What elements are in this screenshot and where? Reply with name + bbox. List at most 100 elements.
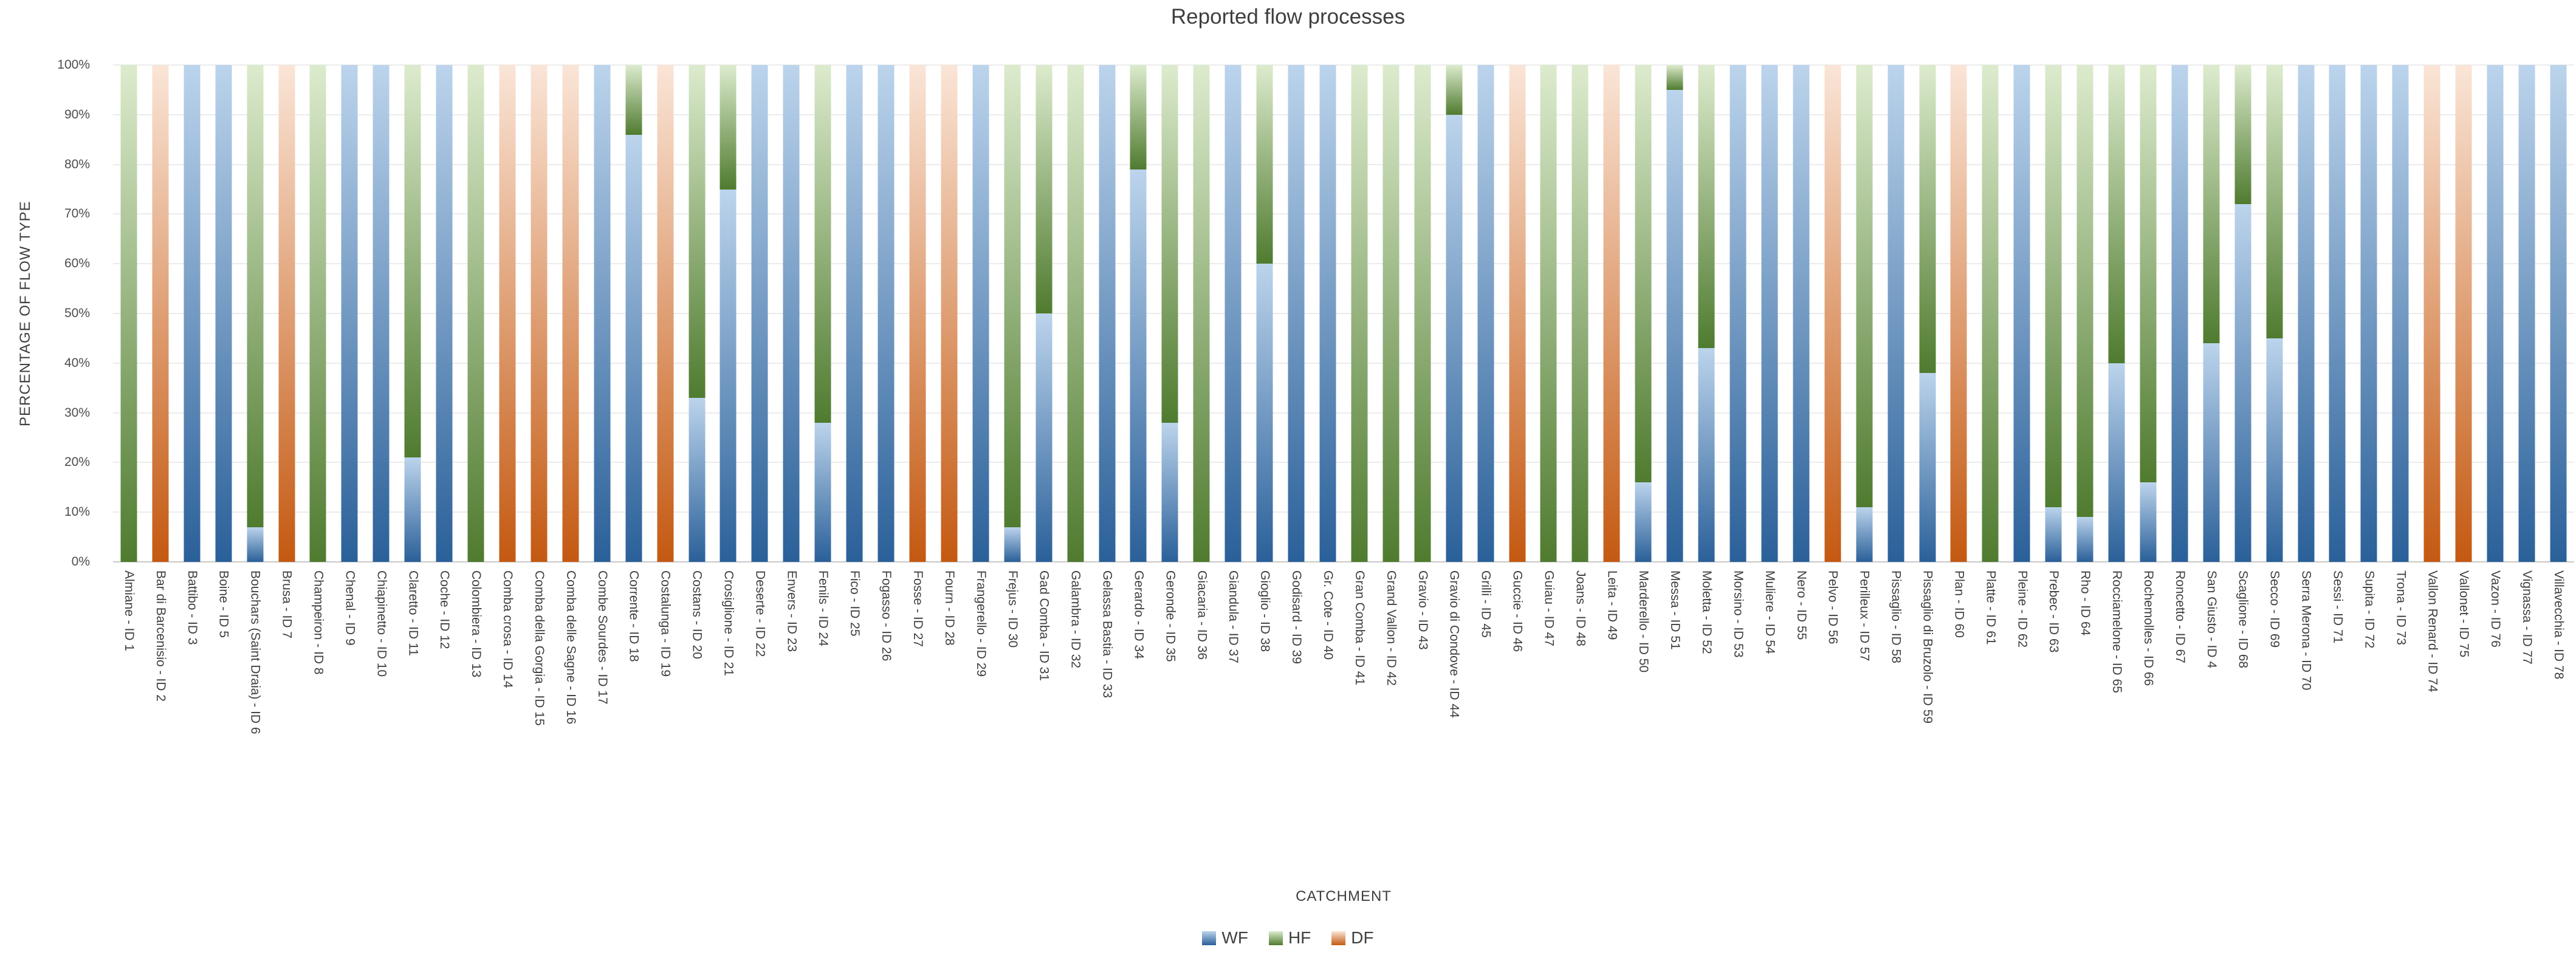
stacked-bar (1824, 65, 1841, 562)
stacked-bar (1036, 65, 1053, 562)
legend-swatch-hf-icon (1268, 931, 1283, 945)
y-tick-label: 80% (64, 157, 90, 171)
stacked-bar (152, 65, 169, 562)
bar-segment-wf (2234, 204, 2251, 562)
bar-segment-wf (846, 65, 863, 562)
bar-column: Comba della Gorgia - ID 15 (523, 65, 555, 726)
bar-column: Frejus - ID 30 (997, 65, 1028, 648)
bar-column: Pissaglio - ID 58 (1880, 65, 1912, 663)
bar-column: Giacaria - ID 36 (1186, 65, 1217, 660)
y-tick-label: 60% (64, 256, 90, 271)
bar-column: Scaglione - ID 68 (2227, 65, 2259, 668)
bar-column: Serra Merona - ID 70 (2290, 65, 2322, 690)
legend-swatch-df-icon (1331, 931, 1346, 945)
x-category-label: Comba crosa - ID 14 (501, 570, 515, 688)
x-category-label: Gad Comba - ID 31 (1037, 570, 1051, 682)
bar-segment-wf (184, 65, 201, 562)
stacked-bar (1477, 65, 1494, 562)
bar-segment-hf (1982, 65, 1999, 562)
x-category-label: Trona - ID 73 (2394, 570, 2408, 645)
bar-segment-wf (783, 65, 800, 562)
bar-segment-hf (689, 65, 706, 398)
bar-column: Colombiera - ID 13 (460, 65, 492, 677)
bar-segment-hf (2266, 65, 2283, 338)
bar-segment-wf (1793, 65, 1810, 562)
bar-segment-df (2423, 65, 2440, 562)
stacked-bar (2487, 65, 2504, 562)
stacked-bar (1540, 65, 1557, 562)
y-tick-label: 70% (64, 207, 90, 221)
bar-segment-df (1509, 65, 1526, 562)
bar-column: Claretto - ID 11 (397, 65, 428, 656)
bar-column: Fico - ID 25 (839, 65, 870, 637)
bar-column: Rho - ID 64 (2069, 65, 2101, 635)
stacked-bar (467, 65, 484, 562)
bar-segment-wf (594, 65, 611, 562)
bar-column: Vazon - ID 76 (2479, 65, 2511, 648)
bar-column: Joans - ID 48 (1564, 65, 1596, 646)
bar-segment-wf (1288, 65, 1305, 562)
bar-column: Rocciamelone - ID 65 (2101, 65, 2132, 693)
stacked-bar (2455, 65, 2472, 562)
legend-label: DF (1351, 928, 1374, 947)
x-category-label: Claretto - ID 11 (406, 570, 421, 656)
bar-segment-hf (2076, 65, 2093, 518)
stacked-bar (657, 65, 674, 562)
bar-segment-wf (814, 422, 831, 562)
legend-label: WF (1221, 928, 1248, 947)
stacked-bar (1761, 65, 1778, 562)
bar-column: Moletta - ID 52 (1691, 65, 1722, 654)
bar-column: Sessi - ID 71 (2322, 65, 2354, 643)
bar-column: Prebec - ID 63 (2038, 65, 2069, 652)
bar-segment-wf (436, 65, 453, 562)
stacked-bar (2392, 65, 2409, 562)
legend-label: HF (1288, 928, 1311, 947)
x-category-label: Fogasso - ID 26 (879, 570, 894, 662)
stacked-bar (2234, 65, 2251, 562)
bar-segment-wf (972, 65, 989, 562)
bar-column: Rochemolles - ID 66 (2132, 65, 2164, 686)
bar-column: Gr. Cote - ID 40 (1312, 65, 1344, 660)
bar-column: Battibo - ID 3 (176, 65, 208, 645)
stacked-bar (2045, 65, 2062, 562)
stacked-bar (1793, 65, 1810, 562)
bar-segment-wf (1256, 264, 1273, 562)
x-category-label: Marderello - ID 50 (1637, 570, 1651, 673)
x-category-label: Vazon - ID 76 (2488, 570, 2503, 648)
bar-segment-wf (2518, 65, 2535, 562)
bar-segment-hf (2203, 65, 2220, 344)
x-category-label: Messa - ID 51 (1668, 570, 1683, 650)
legend: WF HF DF (0, 928, 2576, 948)
bar-column: Chenal - ID 9 (334, 65, 365, 646)
stacked-bar (2360, 65, 2377, 562)
gridline-80 (113, 163, 2574, 165)
bar-column: Vignassa - ID 77 (2511, 65, 2543, 665)
stacked-bar (1698, 65, 1715, 562)
stacked-bar (751, 65, 768, 562)
bar-segment-hf (2045, 65, 2062, 508)
bar-segment-hf (1571, 65, 1589, 562)
bar-segment-df (941, 65, 958, 562)
bar-segment-wf (1666, 89, 1683, 562)
chart-title: Reported flow processes (1170, 5, 1406, 29)
gridline-30 (113, 412, 2574, 414)
bar-column: Guiau - ID 47 (1533, 65, 1564, 646)
bar-segment-wf (1004, 527, 1021, 562)
stacked-bar (215, 65, 232, 562)
bar-segment-hf (1414, 65, 1431, 562)
bar-segment-hf (1130, 65, 1147, 169)
stacked-bar (2423, 65, 2440, 562)
x-category-label: Fico - ID 25 (848, 570, 862, 637)
bar-segment-wf (1161, 422, 1178, 562)
bar-segment-wf (404, 457, 421, 562)
bar-segment-wf (341, 65, 358, 562)
bar-column: Fosse - ID 27 (902, 65, 933, 647)
x-category-label: Rochemolles - ID 66 (2141, 570, 2155, 686)
stacked-bar (1161, 65, 1178, 562)
stacked-bar (1950, 65, 1967, 562)
stacked-bar (1982, 65, 1999, 562)
x-category-label: Guccie - ID 46 (1510, 570, 1525, 652)
bar-column: Pissaglio di Bruzolo - ID 59 (1912, 65, 1943, 723)
bar-segment-df (2455, 65, 2472, 562)
